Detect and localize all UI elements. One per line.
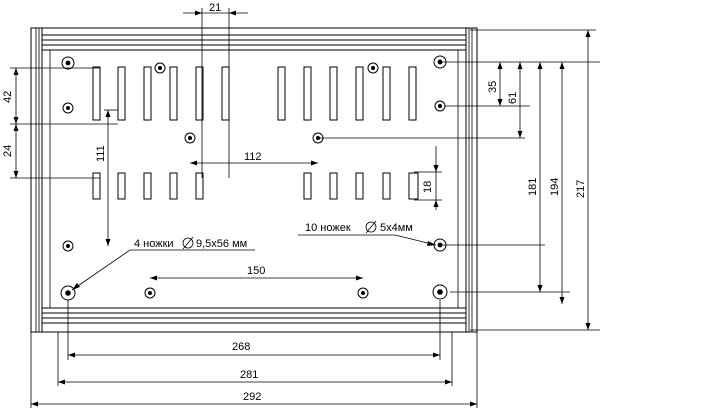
vent-slot	[117, 172, 126, 200]
mounting-hole	[62, 240, 74, 252]
vent-slot	[329, 172, 338, 200]
vent-slot	[143, 66, 152, 121]
vent-slot	[382, 172, 391, 200]
vent-slot	[92, 172, 101, 200]
mounting-hole	[60, 285, 76, 301]
note-large-feet-size: 9,5х56 мм	[196, 238, 247, 250]
note-large-feet-count: 4 ножки	[134, 238, 174, 250]
dim-left-vertical: 111	[95, 145, 107, 162]
dim-bottom-c: 292	[243, 391, 261, 403]
mounting-hole	[61, 56, 75, 70]
mounting-hole	[434, 100, 446, 112]
dim-bottom-b: 281	[240, 369, 258, 381]
vent-slot	[303, 66, 312, 121]
mounting-hole	[154, 62, 166, 74]
vent-slot	[117, 66, 126, 121]
dim-slot-height: 18	[422, 181, 434, 193]
vent-slot	[169, 172, 178, 200]
vent-slot	[277, 66, 286, 121]
note-small-feet-size: 5х4мм	[380, 222, 413, 234]
vent-slot	[169, 66, 178, 121]
enclosure-frame	[30, 27, 478, 333]
note-small-feet-count: 10 ножек	[305, 222, 351, 234]
diameter-icon	[182, 236, 194, 250]
vent-slot	[408, 66, 417, 121]
dim-bottom-a: 268	[232, 341, 250, 353]
mounting-hole	[367, 62, 379, 74]
vent-slot	[195, 66, 204, 121]
vent-slot	[382, 66, 391, 121]
diameter-icon	[365, 220, 377, 234]
vent-slot	[195, 172, 204, 200]
mounting-hole	[62, 102, 74, 114]
mounting-hole	[432, 284, 448, 300]
dim-right-c: 181	[527, 178, 539, 196]
dim-right-b: 61	[507, 92, 519, 104]
mounting-hole	[357, 287, 369, 299]
vent-slot	[143, 172, 152, 200]
vent-slot	[92, 66, 101, 121]
dimension-lines	[10, 8, 600, 408]
dim-right-e: 217	[575, 180, 587, 198]
dimension-arrows	[13, 10, 591, 407]
dim-mid-horizontal: 112	[244, 151, 262, 163]
dim-right-d: 194	[549, 178, 561, 196]
dim-left-top: 42	[2, 91, 14, 103]
vent-slot	[221, 66, 230, 121]
ventilation-slots	[92, 66, 419, 200]
dim-bottom-inner: 150	[247, 265, 265, 277]
vent-slot	[408, 172, 419, 200]
mounting-hole	[144, 287, 156, 299]
dim-slot-pitch: 21	[209, 2, 221, 14]
dim-left-mid: 24	[2, 145, 14, 157]
vent-slot	[355, 172, 364, 200]
dim-right-a: 35	[487, 81, 499, 93]
mounting-hole	[184, 132, 196, 144]
mounting-holes	[60, 55, 448, 301]
vent-slot	[329, 66, 338, 121]
vent-slot	[303, 172, 312, 200]
vent-slot	[355, 66, 364, 121]
